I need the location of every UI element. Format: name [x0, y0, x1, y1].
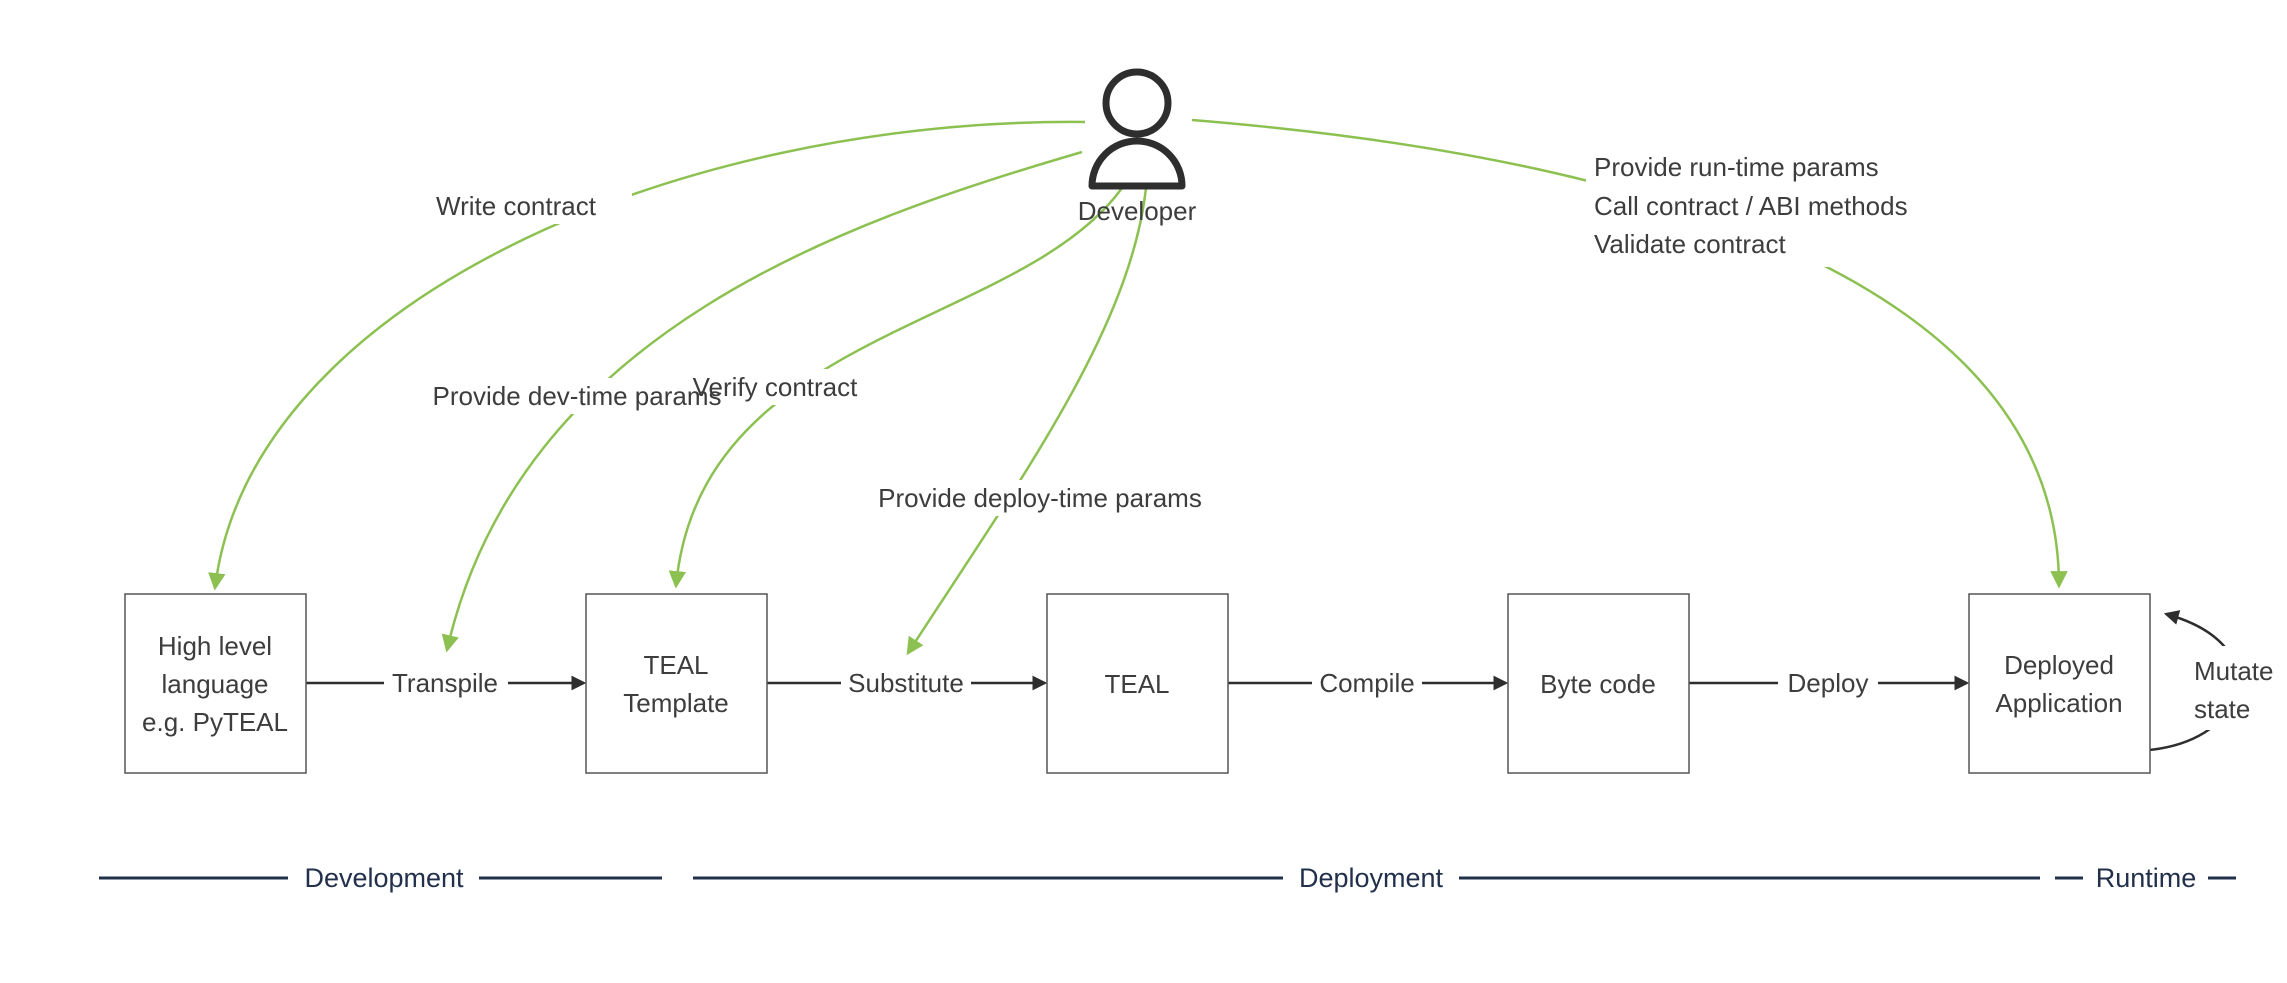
box-teal-line1: TEAL [1104, 669, 1169, 699]
substitute-label: Substitute [848, 668, 964, 698]
box-teal-template [585, 593, 768, 774]
box-high-level-language-line3: e.g. PyTEAL [142, 707, 288, 737]
box-high-level-language-line1: High level [158, 631, 272, 661]
box-teal-template-line2: Template [623, 688, 729, 718]
deploy-time-params-label: Provide deploy-time params [878, 483, 1202, 513]
phase-axis: Development Deployment Runtime [99, 863, 2236, 893]
developer-actor: Developer [1078, 68, 1197, 226]
deploy-label: Deploy [1788, 668, 1869, 698]
verify-contract-mask [685, 369, 865, 405]
box-deployed-application-line2: Application [1995, 688, 2122, 718]
box-high-level-language [124, 593, 307, 774]
dev-time-params-label: Provide dev-time params [433, 381, 722, 411]
deployment-phase-label: Deployment [1299, 863, 1444, 893]
provide-dev-time-params-arrow [441, 150, 1083, 653]
verify-contract-label: Verify contract [693, 372, 859, 402]
box-teal [1046, 593, 1229, 774]
mutate-state-mask [2186, 646, 2287, 730]
runtime-phase-label: Runtime [2096, 863, 2197, 893]
compile-label: Compile [1319, 668, 1414, 698]
developer-label: Developer [1078, 196, 1197, 226]
validate-contract-label: Validate contract [1594, 229, 1787, 259]
box-high-level-language-line2: language [162, 669, 269, 699]
call-contract-abi-label: Call contract / ABI methods [1594, 191, 1908, 221]
pipeline-boxes: High level language e.g. PyTEAL TEAL Tem… [124, 593, 2151, 774]
provide-deploy-time-params-arrow [906, 187, 1148, 656]
person-head-icon [1102, 68, 1172, 138]
box-byte-code [1507, 593, 1690, 774]
dev-time-params-mask [448, 378, 706, 414]
box-teal-template-line1: TEAL [643, 650, 708, 680]
mutate-state-label-line1: Mutate [2194, 656, 2274, 686]
verify-contract-arrow [668, 187, 1124, 589]
write-contract-arrow [208, 120, 1086, 591]
development-phase-label: Development [304, 863, 464, 893]
mutate-state-label-line2: state [2194, 694, 2250, 724]
person-shoulders-icon [1088, 137, 1186, 190]
box-deployed-application [1968, 593, 2151, 774]
action-labels: Write contract Provide dev-time params V… [433, 152, 2274, 724]
run-time-params-label: Provide run-time params [1594, 152, 1879, 182]
label-masks [400, 147, 2287, 730]
write-contract-mask [400, 188, 632, 224]
write-contract-label: Write contract [436, 191, 597, 221]
box-byte-code-line1: Byte code [1540, 669, 1656, 699]
run-time-actions-mask [1586, 147, 1958, 267]
deploy-time-params-mask [888, 480, 1192, 516]
transition-labels: Transpile Substitute Compile Deploy [392, 668, 1868, 698]
box-deployed-application-line1: Deployed [2004, 650, 2114, 680]
transpile-label: Transpile [392, 668, 498, 698]
